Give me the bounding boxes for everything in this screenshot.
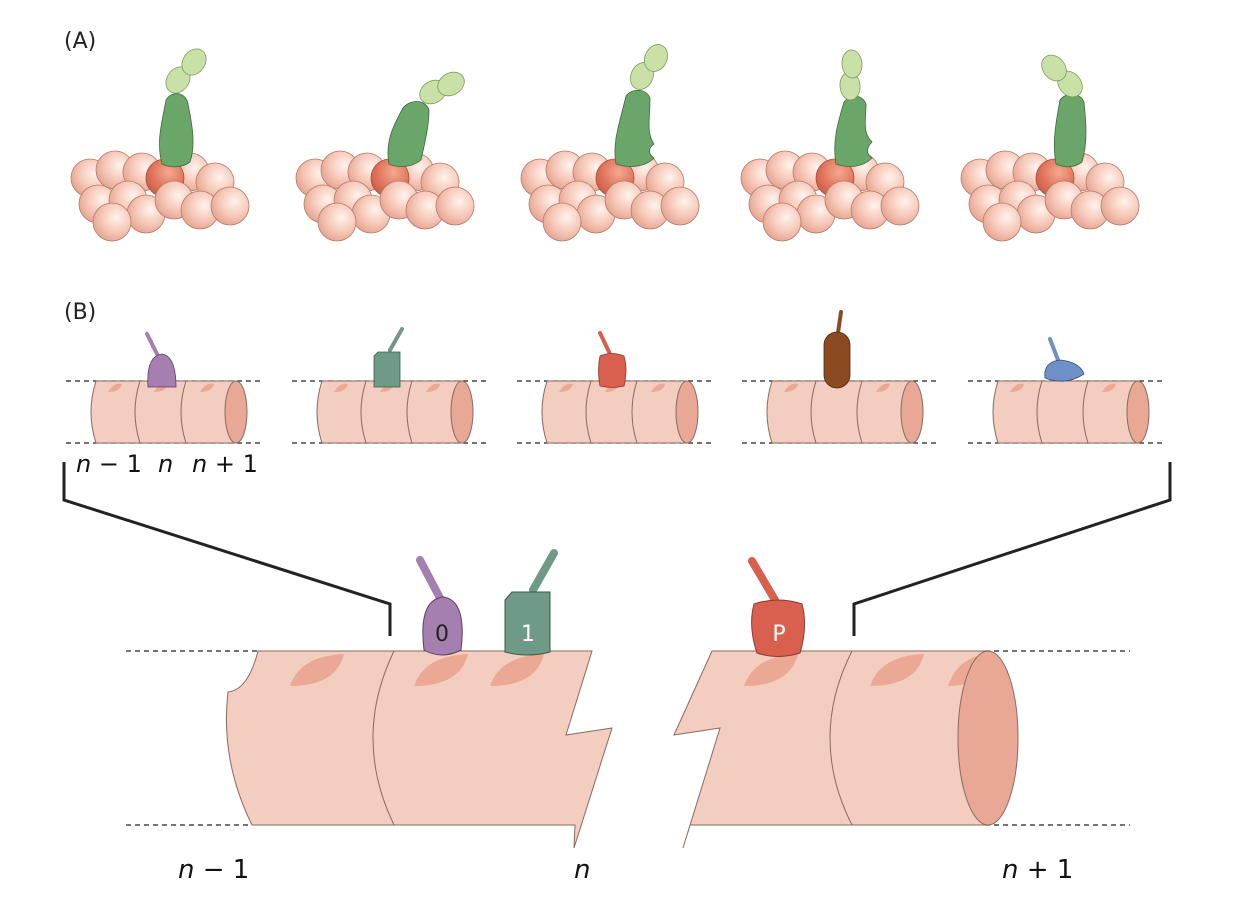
red-mark-small	[598, 353, 627, 388]
actomyosin-state-3	[521, 44, 699, 241]
panel-a-myosin-states	[71, 44, 1139, 241]
small-label-mid: n	[158, 450, 173, 478]
large-filament: 0 1 P n − 1 n n + 1	[126, 549, 1130, 885]
mark-p	[751, 599, 806, 657]
actomyosin-state-4	[741, 49, 919, 241]
mark-one	[504, 591, 551, 656]
mark-p-label: P	[772, 622, 785, 647]
filament-segment-left	[225, 650, 613, 849]
panel-b-filament-marks: n − 1 n n + 1	[66, 310, 1164, 478]
mark-zero-label: 0	[435, 622, 449, 647]
actomyosin-state-5	[961, 54, 1139, 241]
brown-mark-small	[823, 331, 851, 389]
actomyosin-state-1	[71, 48, 249, 241]
large-label-left: n − 1	[178, 855, 249, 885]
mark-one-label: 1	[521, 622, 535, 647]
blue-mark-small	[1044, 359, 1085, 382]
teal-mark-small	[373, 351, 401, 388]
small-filament-1	[66, 332, 262, 444]
small-filament-5	[968, 337, 1164, 444]
left-zoom-bracket	[62, 462, 392, 636]
small-filament-4	[742, 310, 938, 444]
large-label-mid: n	[574, 855, 590, 885]
panel-b-label: (B)	[64, 300, 96, 325]
small-label-left: n − 1	[76, 450, 142, 478]
right-zoom-bracket	[852, 462, 1172, 636]
filament-segment-right	[673, 650, 989, 849]
actomyosin-state-2	[296, 71, 474, 241]
purple-mark-small	[147, 353, 177, 388]
mark-zero	[422, 596, 463, 656]
large-label-right: n + 1	[1002, 855, 1073, 885]
small-filament-3	[517, 331, 713, 444]
panel-a-label: (A)	[64, 29, 96, 54]
small-filament-2	[292, 327, 488, 444]
small-label-right: n + 1	[192, 450, 258, 478]
